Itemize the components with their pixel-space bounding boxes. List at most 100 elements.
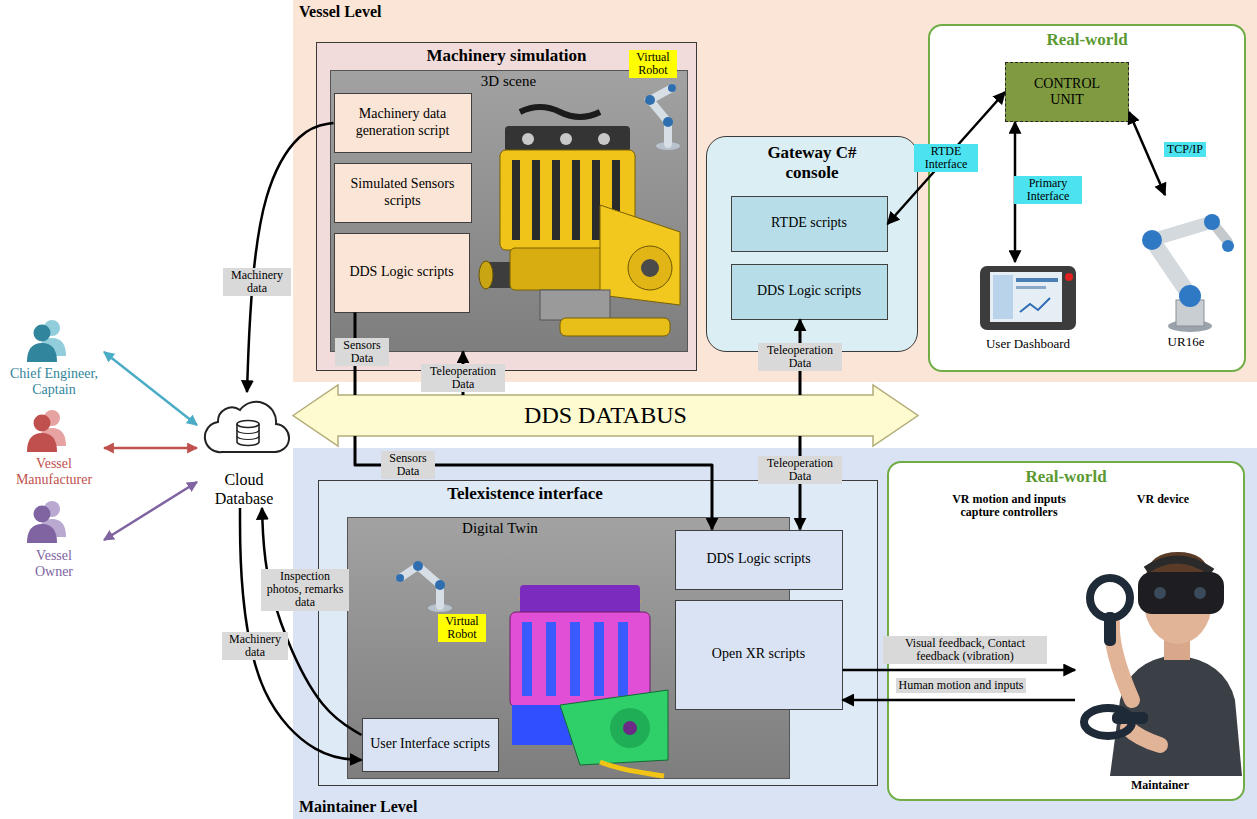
edge-label-holder: Sensors Data	[381, 451, 436, 479]
connector-arrow	[888, 92, 1006, 224]
edge-label: Teleoperation Data	[758, 456, 842, 484]
edge-label: Visual feedback, Contact feedback (vibra…	[883, 636, 1047, 664]
panel-heading: Real-world	[1025, 467, 1106, 487]
engine-model-part-part	[612, 160, 620, 240]
box-heading: Machinery simulation	[426, 46, 586, 66]
edge-label: Human motion and inputs	[896, 678, 1026, 693]
edge-label-holder: Visual feedback, Contact feedback (vibra…	[883, 636, 1048, 664]
script-name: DDS Logic scripts	[757, 283, 861, 299]
label-holder: VR device	[1128, 492, 1198, 507]
scene-panel: 3D sceneMachinery data generation script…	[330, 70, 688, 352]
maintainer-photo-part	[1164, 630, 1190, 660]
teach-pendant-part	[1016, 278, 1058, 282]
edge-label: TCP/IP	[1164, 142, 1206, 157]
bus-name: DDS DATABUS	[524, 402, 687, 430]
person-icon-part	[38, 338, 66, 356]
unit-name: CONTROL UNIT	[1027, 76, 1107, 108]
maintainer-photo-part	[1144, 560, 1212, 644]
engine-model	[479, 107, 680, 336]
level-band: Vessel LevelMachinery simulation3D scene…	[293, 0, 1257, 382]
ur16e-arm-part	[1152, 240, 1190, 296]
engine-model-part	[560, 133, 572, 145]
engine-model-part-part	[572, 160, 580, 240]
robot-device: UR16e	[1130, 195, 1242, 352]
edge-label: Inspection photos, remarks data	[261, 569, 349, 611]
digital-twin-engine-part-part	[522, 622, 532, 696]
ur16e-arm-part	[1204, 214, 1220, 230]
engine-model-part	[522, 133, 534, 145]
person-icon	[27, 410, 66, 452]
person-icon-part	[27, 524, 57, 543]
cloud-database-icon-part	[237, 430, 259, 440]
subsystem-box: Machinery simulation 3D sceneMachinery da…	[316, 42, 697, 371]
virtual-robot-model-part	[663, 117, 673, 127]
edge-label: Sensors Data	[381, 451, 435, 479]
digital-twin-engine	[510, 585, 668, 776]
engine-model-part	[510, 248, 628, 290]
engine-model-part	[512, 160, 620, 240]
digital-twin-engine-part	[520, 592, 640, 612]
engine-model-part	[600, 205, 680, 305]
maintainer-photo-part	[1112, 622, 1132, 700]
maintainer-photo-part	[1090, 578, 1130, 618]
cloud-database-icon-part	[205, 402, 289, 452]
engine-model-part	[479, 261, 493, 289]
virtual-robot-model-part	[413, 561, 423, 571]
ur16e-arm-part	[1179, 285, 1201, 307]
person-icon-part	[38, 519, 66, 537]
gateway-console-box: Gateway C# consoleRTDE scriptsDDS Logic …	[706, 136, 918, 352]
label-holder: Virtual Robot	[438, 614, 487, 642]
script-box: Open XR scripts	[675, 600, 843, 710]
control-unit-box: CONTROL UNIT	[1005, 62, 1129, 122]
maintainer-photo	[1084, 552, 1242, 776]
teach-pendant-part	[993, 275, 1013, 319]
person-icon-part	[38, 428, 66, 446]
edge-label-holder: Teleoperation Data	[421, 364, 506, 392]
virtual-robot-model-part	[396, 574, 404, 582]
edge-label: RTDE Interface	[914, 144, 978, 172]
digital-twin-engine-part	[510, 612, 650, 707]
script-name: Open XR scripts	[712, 646, 805, 662]
maintainer-photo-part	[1128, 728, 1160, 745]
virtual-robot-model-part	[428, 604, 452, 612]
connector-arrow	[104, 482, 197, 540]
script-box: DDS Logic scripts	[675, 530, 843, 590]
subsystem-box: Telexistence interfaceDigital TwinUser I…	[318, 480, 878, 786]
digital-twin-engine-part-part	[594, 622, 604, 696]
device-caption: User Dashboard	[986, 337, 1070, 352]
edge-label-holder: Machinery data	[223, 268, 292, 296]
ur16e-arm-part	[1212, 222, 1228, 242]
engine-model-part-part	[512, 160, 520, 240]
engine-model-part	[500, 150, 635, 250]
real-world-panel: Real-worldCONTROL UNITUser DashboardUR16…	[928, 24, 1246, 372]
person-icon-part	[44, 320, 60, 336]
digital-twin-engine-part-part	[570, 622, 580, 696]
connector-arrow	[262, 508, 362, 735]
database-name: Cloud Database	[197, 471, 291, 508]
cloud-database-icon	[205, 402, 289, 452]
callout-label: Virtual Robot	[629, 50, 677, 78]
stakeholder: Chief Engineer, Captain	[4, 318, 104, 398]
stakeholder: Vessel Manufacturer	[4, 408, 104, 488]
maintainer-photo-part	[1084, 708, 1132, 736]
script-box: Simulated Sensors scripts	[334, 163, 472, 223]
annotation: VR motion and inputs capture controllers	[950, 492, 1068, 520]
digital-twin-engine-part	[522, 622, 628, 696]
script-box: Machinery data generation script	[334, 93, 472, 153]
virtual-robot-model-part	[650, 88, 672, 144]
digital-twin-engine-part-part	[546, 622, 556, 696]
maintainer-figure: Maintainer	[1075, 530, 1245, 795]
engine-model-part	[486, 262, 542, 288]
maintainer-photo-part	[1146, 552, 1210, 575]
engine-model-part	[628, 246, 672, 290]
engine-model-part	[505, 126, 630, 152]
edge-label-holder: Primary Interface	[1014, 176, 1083, 204]
person-icon-part	[34, 415, 51, 432]
ur16e-arm-part	[1168, 320, 1212, 332]
edge-label-holder: Inspection photos, remarks data	[261, 569, 350, 611]
connector-arrow	[247, 123, 334, 392]
connector-arrow	[104, 447, 197, 450]
cloud-database-icon-part	[237, 424, 259, 446]
engine-model-part-part	[552, 160, 560, 240]
label-holder: Virtual Robot	[629, 50, 678, 78]
